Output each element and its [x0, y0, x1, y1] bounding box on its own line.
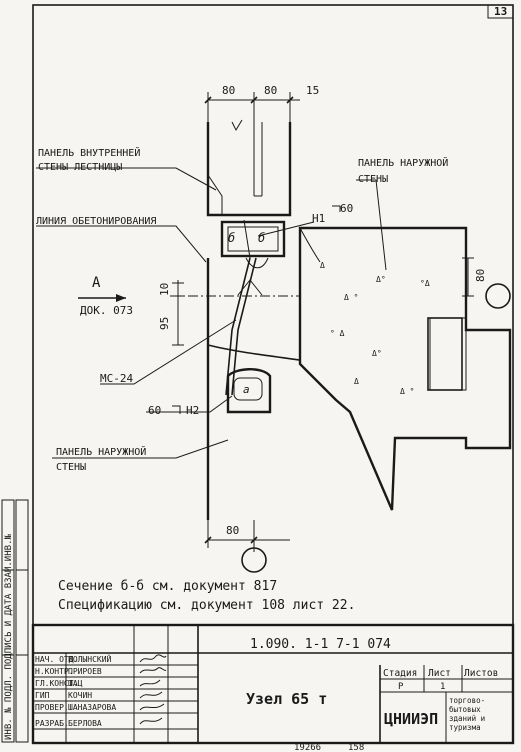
view-a-label: А [92, 275, 101, 291]
archive-sub: 158 [348, 743, 364, 752]
svg-text:Δ °: Δ ° [400, 387, 414, 396]
note-section: Сечение б-б см. документ 817 [58, 579, 277, 594]
signature-role: НАЧ. ОТД. [35, 655, 78, 664]
label-mark-n1: Н1 [312, 212, 325, 225]
section-mark-right: б [258, 231, 265, 245]
label-60-bottom: 60 [148, 404, 161, 417]
signature-name: ШАЦ [68, 679, 83, 688]
mark-a: а [243, 383, 250, 396]
callout-circle-right [485, 283, 511, 309]
signatures [139, 654, 167, 725]
top-dimensions [204, 92, 300, 122]
weld-mark-top [332, 205, 341, 212]
svg-text:Δ: Δ [354, 377, 359, 386]
stage-header: Стадия [383, 668, 417, 679]
label-mark-n2: Н2 [186, 404, 199, 417]
label-60-top: 60 [340, 202, 353, 215]
dim-15: 15 [306, 84, 319, 97]
embedded-plate [220, 219, 286, 259]
view-a-arrow [78, 294, 126, 302]
svg-text:° Δ: ° Δ [330, 329, 345, 338]
signature-role: РАЗРАБ. [35, 719, 69, 728]
label-ms24: МС-24 [100, 372, 133, 385]
label-outer-panel-bottom-1: ПАНЕЛЬ НАРУЖНОЙ [56, 445, 146, 458]
svg-text:°Δ: °Δ [420, 279, 430, 288]
svg-text:Δ°: Δ° [372, 349, 382, 358]
stage-value: Р [398, 682, 404, 692]
weld-mark-bottom [172, 405, 181, 414]
signature-role: ГЛ.КОНСТ. [35, 679, 78, 688]
org-name: ЦНИИЭП [384, 710, 438, 728]
label-outer-panel-bottom-2: СТЕНЫ [56, 462, 86, 473]
outer-wall-panel: Δ Δ ° Δ° ° Δ Δ° Δ ° °Δ Δ [298, 226, 512, 511]
signature-name: ПРИРОЕВ [68, 667, 102, 676]
drawing-title: Узел 65 т [246, 690, 327, 708]
svg-text:Δ °: Δ ° [344, 293, 358, 302]
dim-95: 95 [158, 317, 171, 330]
sheet-number: 13 [494, 5, 507, 18]
signature-role: ПРОВЕР. [35, 703, 69, 712]
doc-code: 1.090. 1-1 7-1 074 [250, 637, 391, 652]
inner-wall-panel [206, 119, 292, 217]
dim-80-left: 80 [222, 84, 235, 97]
label-concrete-line: ЛИНИЯ ОБЕТОНИРОВАНИЯ [36, 216, 156, 227]
dim-80-bottom: 80 [226, 524, 239, 537]
signature-name: КОЧИН [68, 691, 92, 700]
org-desc-1: торгово- [449, 696, 485, 705]
signature-role: ГИП [35, 691, 50, 700]
sheets-header: Листов [464, 668, 498, 679]
sheet-value: 1 [440, 682, 445, 692]
sheet-header: Лист [428, 668, 451, 679]
signature-name: ВОЛЫНСКИЙ [68, 653, 112, 664]
title-block [31, 623, 515, 745]
label-outer-panel-top-2: СТЕНЫ [358, 174, 388, 185]
lower-panel [206, 257, 301, 520]
dim-10: 10 [158, 283, 171, 296]
dim-80-vertical: 80 [474, 269, 487, 282]
label-inner-panel-1: ПАНЕЛЬ ВНУТРЕННЕЙ [38, 146, 140, 159]
org-desc-2: бытовых [449, 705, 481, 714]
svg-text:Δ: Δ [320, 261, 325, 270]
archive-number: 19266 [294, 743, 321, 752]
org-desc-3: зданий и [449, 714, 485, 723]
leader-lines [36, 167, 387, 459]
label-outer-panel-top-1: ПАНЕЛЬ НАРУЖНОЙ [358, 156, 448, 169]
binding-strip-text: ИНВ. № ПОДЛ. ПОДПИСЬ И ДАТА ВЗАМ.ИНВ.№ [4, 534, 14, 740]
doc-073-label: ДОК. 073 [80, 304, 133, 317]
note-specification: Спецификацию см. документ 108 лист 22. [58, 598, 355, 613]
embedded-part-n2 [226, 368, 272, 414]
signature-role: Н.КОНТР. [35, 667, 74, 676]
label-inner-panel-2: СТЕНЫ ЛЕСТНИЦЫ [38, 162, 122, 173]
svg-text:Δ°: Δ° [376, 275, 386, 284]
right-dimension [462, 257, 474, 297]
section-mark-left: б [228, 231, 235, 245]
org-desc-4: туризма [449, 723, 481, 732]
bottom-dimension [204, 520, 290, 552]
signature-name: ШАНАЗАРОВА [68, 703, 116, 712]
dim-80-right: 80 [264, 84, 277, 97]
signature-name: БЕРЛОВА [68, 719, 102, 728]
callout-circle-bottom [241, 547, 267, 573]
signature-table: НАЧ. ОТД.ВОЛЫНСКИЙ Н.КОНТР.ПРИРОЕВ ГЛ.КОНС… [35, 653, 116, 728]
ms24-bar [225, 257, 257, 396]
binding-strip [1, 499, 29, 743]
left-dimensions [172, 280, 184, 346]
